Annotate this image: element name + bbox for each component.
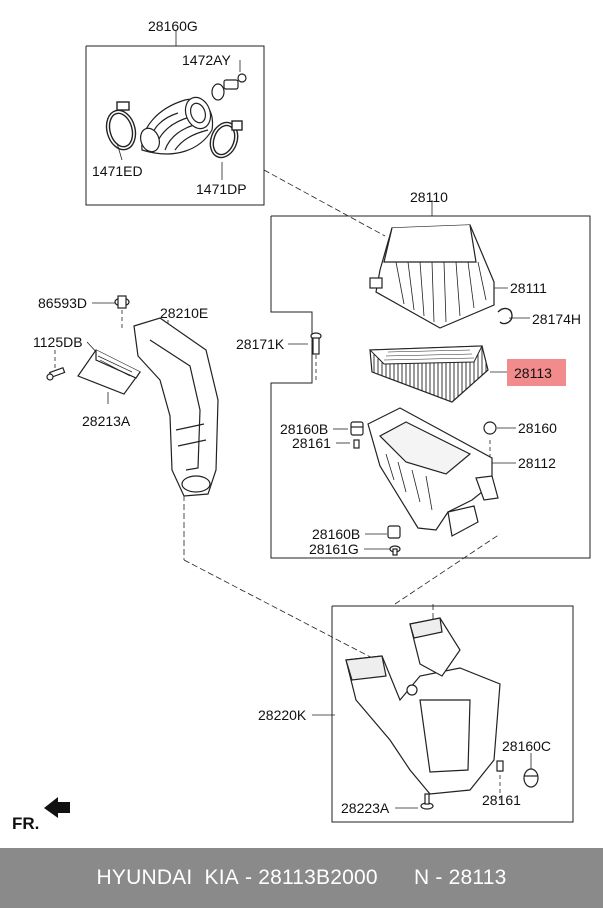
label-28223a: 28223A [341,800,390,816]
label-28160: 28160 [518,420,557,436]
label-28161g: 28161G [309,541,359,557]
bolt-1125db-icon [46,366,66,381]
label-28220k: 28220K [258,707,307,723]
hose-group-frame [85,45,265,206]
label-28111: 28111 [510,280,547,296]
label-28160c: 28160C [502,738,551,754]
label-28210e: 28210E [160,305,208,321]
bracket-icon [77,349,141,395]
clamp-right-icon [209,120,243,159]
label-28161-resonator: 28161 [482,792,521,808]
label-28171k: 28171K [236,336,285,352]
label-28160b-lower: 28160B [312,526,360,542]
parts-diagram: 28160G 1472AY 1471ED 1471DP 28110 28111 … [12,18,591,833]
brand-text: HYUNDAI KIA [96,866,239,889]
separator: - [238,866,259,889]
label-1471ed: 1471ED [92,163,143,179]
cleaner-group-frame [270,215,591,559]
upper-cover-icon [369,224,495,329]
part-number: 28113B2000 [258,866,378,889]
part-info-footer: HYUNDAI KIA - 28113B2000 N - 28113 [0,848,603,908]
label-28112: 28112 [518,455,556,471]
label-28174h: 28174H [532,311,581,327]
gap [378,866,414,890]
bolt-28223a-icon [420,793,434,810]
label-28161-upper: 28161 [292,435,331,451]
label-1125db: 1125DB [33,334,83,350]
label-1471dp: 1471DP [196,181,247,197]
air-duct-icon [133,317,219,497]
reference-number: N - 28113 [414,866,507,889]
fastener-icon [114,295,130,309]
label-1472ay: 1472AY [182,52,231,68]
resonator-icon [345,617,501,795]
label-28110: 28110 [410,189,448,205]
lower-body-icon [367,407,499,537]
label-28213a: 28213A [82,413,131,429]
grommet-lower-icon [387,525,401,556]
label-28160g: 28160G [148,18,198,34]
target-part-highlight [507,359,566,386]
clamp-bolt-icon [211,73,247,101]
front-direction-arrow-icon [44,797,70,818]
label-86593d: 86593D [38,295,87,311]
bolt-28171k-icon [310,332,322,355]
resonator-group-frame [331,605,574,823]
intake-hose-icon [139,96,214,155]
clip-icon [497,307,513,325]
label-28113: 28113 [514,365,552,381]
grommet-upper-icon [350,421,364,449]
filter-element-icon [368,345,489,403]
clamp-left-icon [105,101,137,151]
front-direction-label: FR. [12,814,39,833]
grommet-c-icon [523,768,539,788]
pin-resonator-icon [496,760,504,772]
label-28160b-upper: 28160B [280,421,328,437]
